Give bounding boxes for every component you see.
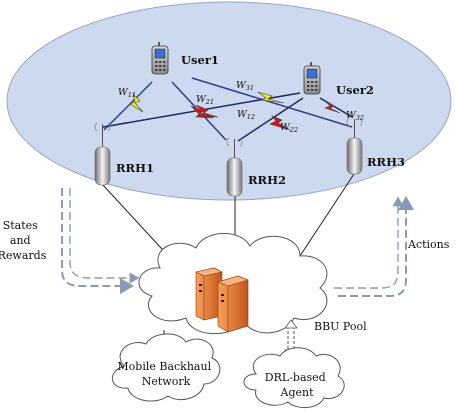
- bbu-agent-arrow-up: [284, 319, 298, 329]
- rrh1-label: RRH1: [116, 161, 154, 175]
- states-rewards-label: States and Rewards: [0, 219, 47, 262]
- label-w21: W21: [196, 94, 214, 106]
- link-user1-rrh1: [103, 81, 153, 131]
- label-w31: W31: [236, 80, 254, 92]
- label-w12: W12: [237, 109, 255, 121]
- drl-agent-cloud: [243, 347, 345, 408]
- bolt-w12: [195, 104, 219, 118]
- drl-agent-label: DRL-based Agent: [265, 371, 329, 399]
- label-w22: W22: [280, 122, 298, 134]
- rrh2-antenna-icon: [226, 137, 243, 197]
- mobile-backhaul-cloud: [112, 333, 221, 402]
- bolt-w32: [324, 101, 341, 114]
- user1-phone-icon: [151, 42, 169, 75]
- bolt-w22: [269, 115, 291, 131]
- signal-bolts: [129, 91, 341, 131]
- label-w32: W32: [346, 110, 364, 122]
- coverage-ellipse: [6, 1, 452, 201]
- link-user1-rrh3: [191, 77, 353, 128]
- mobile-backhaul-label: Mobile Backhaul Network: [117, 360, 214, 388]
- bbu-pool-label: BBU Pool: [314, 320, 367, 333]
- user2-phone-icon: [303, 62, 321, 95]
- link-user2-rrh2: [237, 97, 304, 142]
- bbu-server-icon-left: [195, 267, 223, 321]
- link-user2-rrh3: [319, 97, 353, 118]
- bbu-server-icon-right: [217, 275, 249, 333]
- rrh3-label: RRH3: [367, 155, 405, 169]
- user1-label: User1: [181, 53, 219, 67]
- bolt-w11: [129, 93, 144, 113]
- bolt-w31: [257, 91, 285, 104]
- rrh3-antenna-icon: [346, 117, 363, 175]
- actions-arrow: [334, 196, 414, 297]
- rrh1-antenna-icon: [94, 122, 111, 186]
- actions-label: Actions: [407, 238, 450, 251]
- rrh2-label: RRH2: [248, 173, 286, 187]
- states-rewards-arrow: [61, 188, 140, 294]
- label-w11: W11: [118, 87, 136, 99]
- user2-label: User2: [336, 83, 374, 97]
